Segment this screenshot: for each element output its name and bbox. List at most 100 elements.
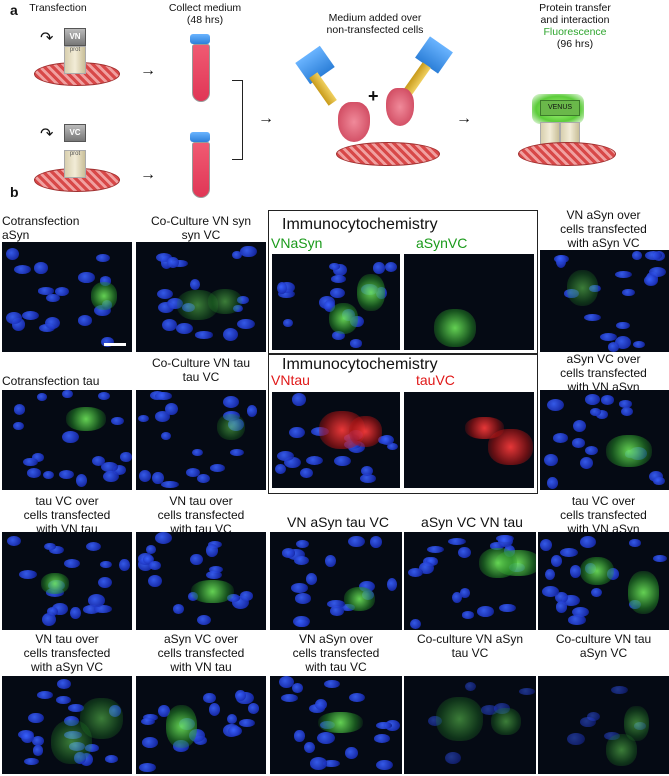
nucleus: [359, 473, 377, 483]
nucleus: [325, 554, 336, 567]
green-fluorescent-cell: [566, 270, 599, 306]
nucleus: [158, 705, 170, 718]
nucleus: [499, 603, 517, 613]
nucleus: [31, 735, 44, 746]
micrograph-r2c5: [540, 390, 669, 490]
venus-tag: VENUS: [540, 100, 580, 116]
caption-r3c4: aSyn VC VN tau: [421, 514, 523, 530]
nucleus: [572, 437, 585, 448]
nucleus: [547, 398, 565, 411]
nucleus: [277, 450, 295, 461]
nucleus: [36, 691, 54, 699]
nucleus: [566, 732, 585, 745]
vntau-label: VNtau: [271, 372, 310, 388]
nucleus: [562, 595, 580, 606]
nucleus: [37, 393, 48, 401]
immuno-title-2: Immunocytochemistry: [282, 356, 438, 373]
nucleus: [620, 406, 633, 417]
green-fluorescent-cell: [606, 734, 637, 766]
nucleus: [410, 618, 422, 630]
nucleus: [70, 606, 81, 619]
nucleus: [77, 315, 92, 326]
nucleus: [294, 730, 305, 742]
micrograph-r2c3: [272, 392, 400, 488]
arrow-right-icon: →: [140, 62, 156, 79]
nucleus: [160, 481, 179, 489]
vnasyn-label: VNaSyn: [271, 235, 323, 251]
medium-added-label: Medium added over: [328, 12, 422, 24]
nucleus: [68, 703, 84, 712]
nucleus: [629, 539, 641, 547]
nucleus: [349, 692, 366, 702]
nucleus: [226, 713, 238, 725]
nucleus: [293, 615, 311, 628]
nucleus: [331, 330, 345, 340]
micrograph-r4c1: [2, 676, 132, 774]
nucleus: [208, 565, 224, 573]
culture-dish: [518, 142, 616, 166]
nucleus: [227, 725, 242, 737]
nucleus: [22, 457, 38, 467]
arrow-right-icon: →: [140, 166, 156, 183]
nucleus: [348, 536, 365, 548]
nucleus: [43, 542, 56, 550]
nucleus: [46, 606, 59, 616]
nucleus: [584, 313, 602, 322]
nucleus: [299, 468, 313, 479]
nucleus: [234, 690, 247, 702]
nucleus: [427, 715, 442, 727]
nucleus: [279, 676, 295, 689]
nucleus: [567, 615, 586, 625]
nucleus: [154, 532, 173, 545]
micrograph-r2c4: [404, 392, 534, 488]
nucleus: [481, 705, 498, 715]
nucleus: [540, 538, 553, 552]
nucleus: [94, 304, 112, 317]
nucleus: [78, 272, 95, 283]
nucleus: [329, 287, 345, 299]
nucleus: [622, 288, 636, 297]
green-fluorescent-cell: [343, 586, 375, 612]
red-fluorescent-cell: [349, 415, 383, 448]
nucleus: [310, 757, 327, 770]
nucleus: [304, 742, 315, 753]
nucleus: [601, 395, 614, 405]
nucleus: [52, 603, 68, 615]
nucleus: [62, 390, 73, 399]
micrograph-r3c2: [136, 532, 266, 630]
nucleus: [330, 274, 347, 283]
tube-cap: [190, 132, 210, 142]
nucleus: [607, 342, 619, 352]
nucleus: [44, 317, 61, 330]
nucleus: [555, 601, 568, 614]
nucleus: [152, 471, 164, 485]
nucleus: [172, 259, 189, 268]
nucleus: [296, 539, 309, 548]
nucleus: [290, 582, 309, 593]
nucleus: [553, 254, 569, 264]
tauvc-label: tauVC: [416, 372, 455, 388]
nucleus: [240, 245, 257, 258]
nucleus: [239, 718, 256, 727]
nucleus: [618, 400, 632, 408]
nucleus: [155, 253, 172, 263]
nucleus: [580, 716, 597, 727]
nucleus: [652, 555, 667, 563]
nucleus: [13, 421, 25, 431]
nucleus: [550, 554, 563, 567]
nucleus: [154, 411, 170, 422]
nucleus: [48, 545, 64, 554]
micrograph-r4c5: [538, 676, 669, 774]
micrograph-r1c4: [404, 254, 534, 350]
green-fluorescent-cell: [627, 571, 659, 614]
nucleus: [5, 311, 22, 325]
nucleus: [19, 570, 37, 580]
nucleus: [56, 696, 71, 704]
micrograph-r4c2: [136, 676, 266, 774]
